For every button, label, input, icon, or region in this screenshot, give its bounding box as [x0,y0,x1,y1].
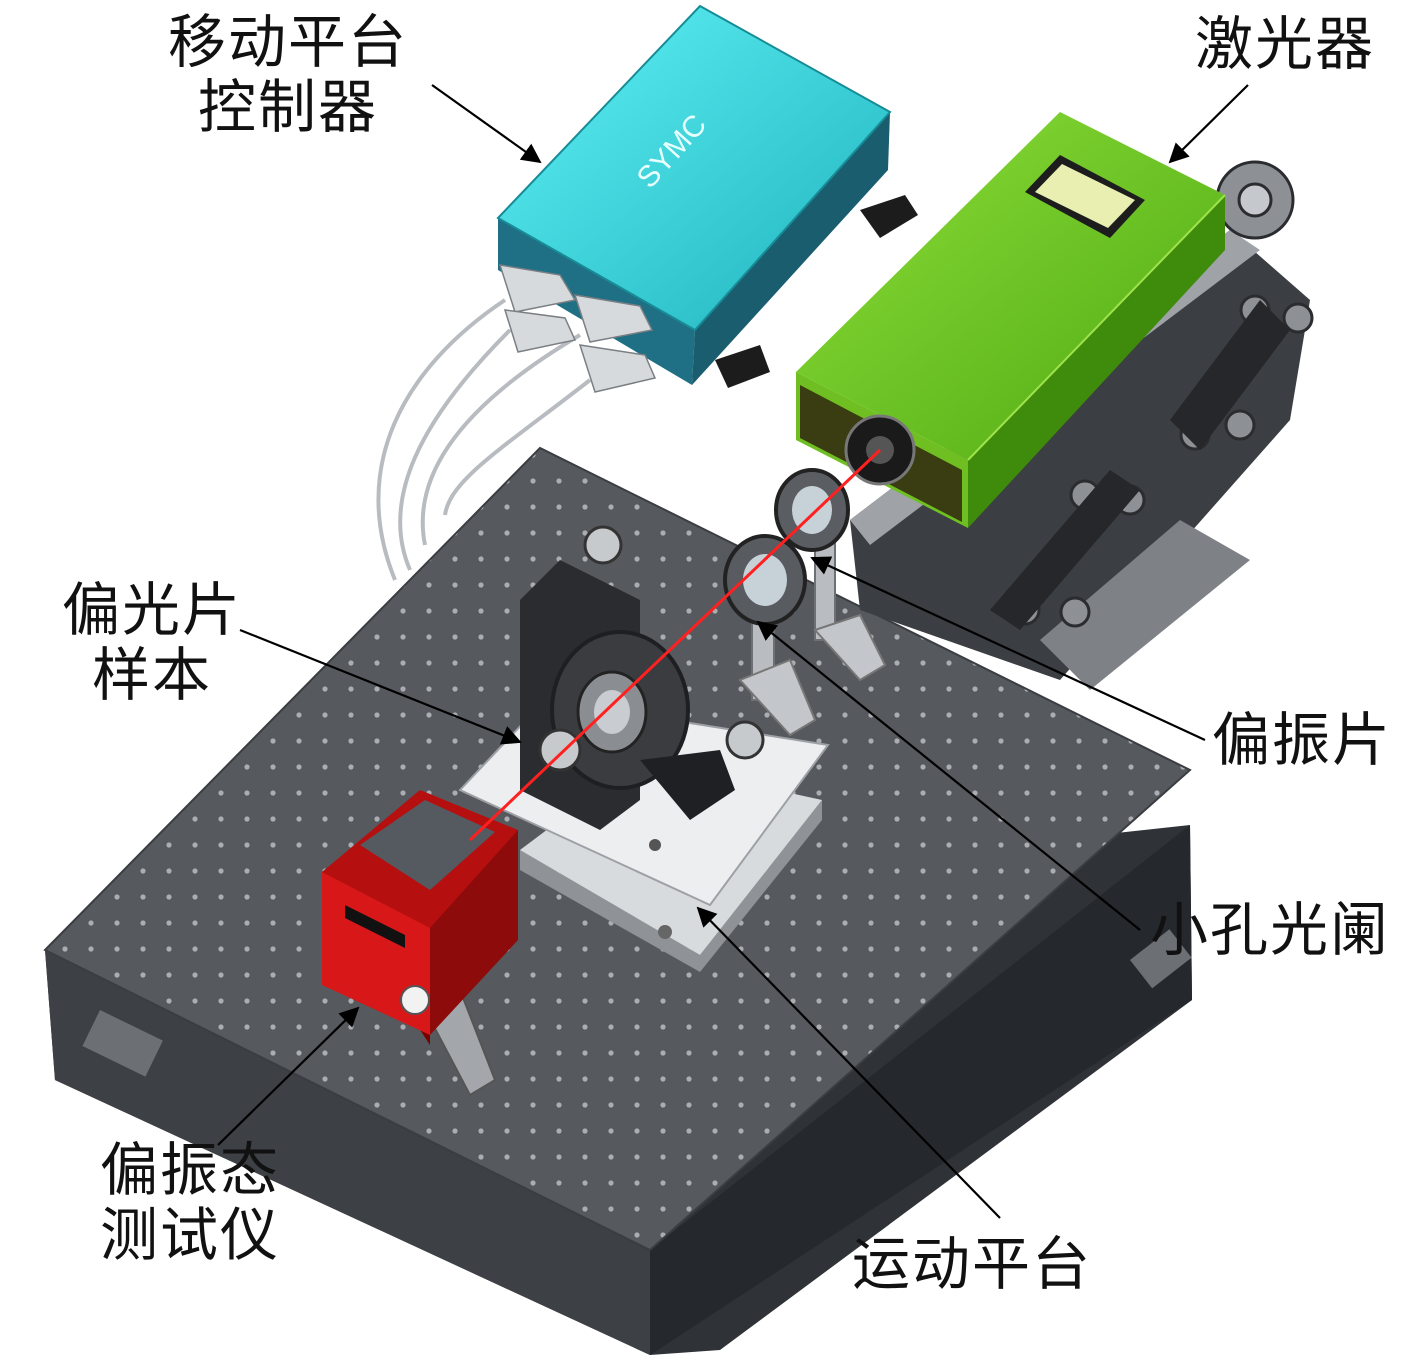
polarization-analyzer [322,790,518,1097]
laser [796,112,1226,528]
label-motion-stage: 运动平台 [852,1230,1093,1298]
label-polarizer-sample: 偏光片 样本 [62,576,243,709]
label-pinhole-aperture: 小孔光阑 [1150,896,1391,964]
leader-lines [217,84,1249,1219]
motion-stage-controller: SYMC [496,4,918,393]
label-motion-stage-controller: 移动平台 控制器 [168,8,409,141]
laser-beam [468,448,882,842]
label-polarizer: 偏振片 [1212,706,1393,774]
label-polarization-analyzer: 偏振态 测试仪 [100,1136,281,1269]
label-laser: 激光器 [1195,10,1376,78]
controller-cables [376,298,592,581]
polarizer-sample-mount [520,525,765,830]
